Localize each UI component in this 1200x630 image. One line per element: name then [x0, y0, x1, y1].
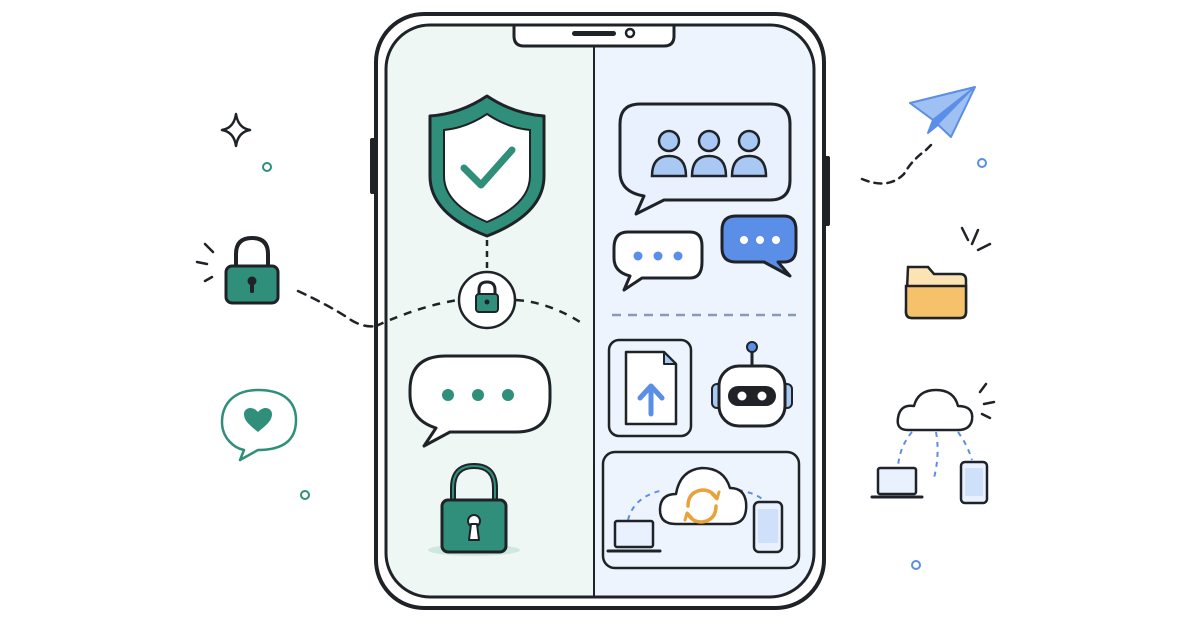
- phone-icon: [959, 460, 989, 505]
- phone-icon: [752, 500, 784, 554]
- dot-decoration: [262, 162, 272, 172]
- dashed-connector-horizontal: [375, 298, 459, 328]
- dot-decoration: [977, 158, 987, 168]
- chat-bubble-icon: [720, 214, 798, 278]
- small-padlock-icon: [457, 270, 517, 330]
- dot-decoration: [911, 560, 921, 570]
- laptop-icon: [870, 466, 924, 499]
- dashed-connector-left: [296, 289, 378, 328]
- typing-bubble-icon: [408, 354, 552, 448]
- padlock-icon: [195, 235, 280, 305]
- dot-decoration: [300, 490, 310, 500]
- shield-check-icon: [428, 94, 546, 238]
- cloud-network-icon: [870, 382, 996, 505]
- chat-bubble-icon: [612, 230, 704, 292]
- cloud-sync-icon: [601, 450, 801, 570]
- robot-icon: [711, 341, 793, 428]
- large-padlock-icon: [428, 462, 520, 556]
- dashed-connector-horizontal: [515, 298, 581, 324]
- sparkle-icon: [220, 112, 252, 148]
- paper-plane-icon: [909, 86, 976, 138]
- file-upload-icon: [607, 338, 693, 438]
- folder-icon: [904, 226, 992, 320]
- group-chat-icon: [618, 102, 792, 216]
- dashed-flight-path: [860, 140, 936, 185]
- laptop-icon: [606, 519, 662, 553]
- heart-chat-icon: [220, 388, 298, 462]
